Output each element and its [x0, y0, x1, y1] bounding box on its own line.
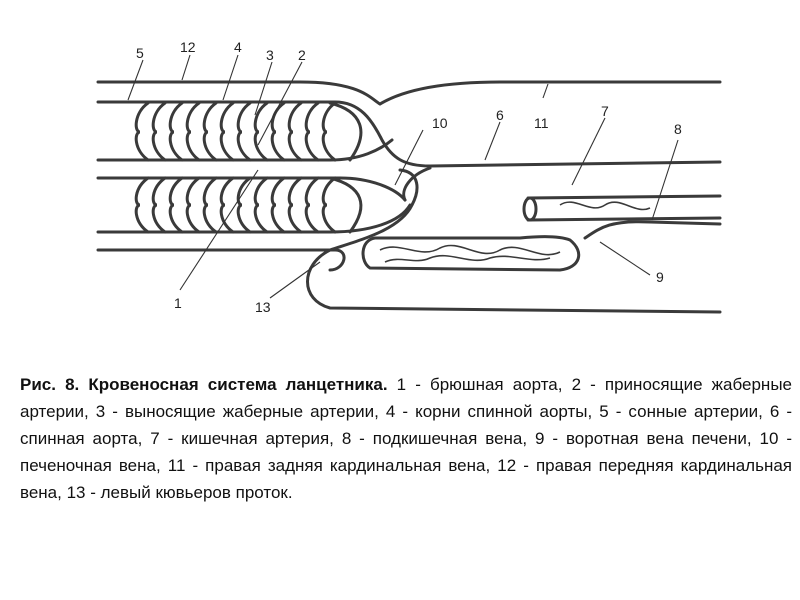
- label-9: 9: [656, 269, 664, 285]
- label-12: 12: [180, 39, 196, 55]
- label-3: 3: [266, 47, 274, 63]
- gill-arch: [236, 101, 252, 162]
- gill-arch: [134, 101, 150, 162]
- label-6: 6: [496, 107, 504, 123]
- label-8: 8: [674, 121, 682, 137]
- gill-arch: [219, 101, 235, 162]
- gill-arch: [321, 101, 337, 162]
- gill-arch: [185, 101, 201, 162]
- gill-arch: [168, 176, 184, 234]
- caption-body: 1 - брюшная аорта, 2 - приносящие жаберн…: [20, 375, 792, 502]
- leader-lines: [127, 54, 679, 299]
- gill-arch: [253, 176, 269, 234]
- caption-title: Рис. 8. Кровеносная система ланцетника.: [20, 375, 388, 394]
- gill-arch: [270, 101, 286, 162]
- label-1: 1: [174, 295, 182, 311]
- gill-arch: [236, 176, 252, 234]
- gill-arch: [304, 176, 320, 234]
- gill-arches: [134, 101, 363, 234]
- gill-arch: [185, 176, 201, 234]
- gill-arch: [287, 101, 303, 162]
- gill-arch: [151, 176, 167, 234]
- gill-arch: [202, 176, 218, 234]
- figure-labels: 5 12 4 3 2 10 6 11 7 8 9 1 13: [136, 39, 682, 315]
- gill-arch: [151, 101, 167, 162]
- vessel-lines: [96, 80, 722, 314]
- liver-cecum: [361, 235, 581, 272]
- gill-arch-end: [328, 176, 363, 234]
- label-10: 10: [432, 115, 448, 131]
- intestine: [522, 194, 722, 240]
- label-4: 4: [234, 39, 242, 55]
- label-11: 11: [534, 115, 549, 131]
- label-2: 2: [298, 47, 306, 63]
- label-13: 13: [255, 299, 271, 315]
- gill-arch: [287, 176, 303, 234]
- gill-arch: [253, 101, 269, 162]
- gill-arch: [270, 176, 286, 234]
- label-5: 5: [136, 45, 144, 61]
- gill-arch: [202, 101, 218, 162]
- gill-arch: [168, 101, 184, 162]
- label-7: 7: [601, 103, 609, 119]
- gill-arch: [304, 101, 320, 162]
- gill-arch-end: [328, 101, 363, 162]
- figure-caption: Рис. 8. Кровеносная система ланцетника. …: [20, 371, 792, 506]
- gill-arch: [134, 176, 150, 234]
- gill-arch: [321, 176, 337, 234]
- lancelet-circulatory-diagram: 5 12 4 3 2 10 6 11 7 8 9 1 13: [96, 39, 722, 315]
